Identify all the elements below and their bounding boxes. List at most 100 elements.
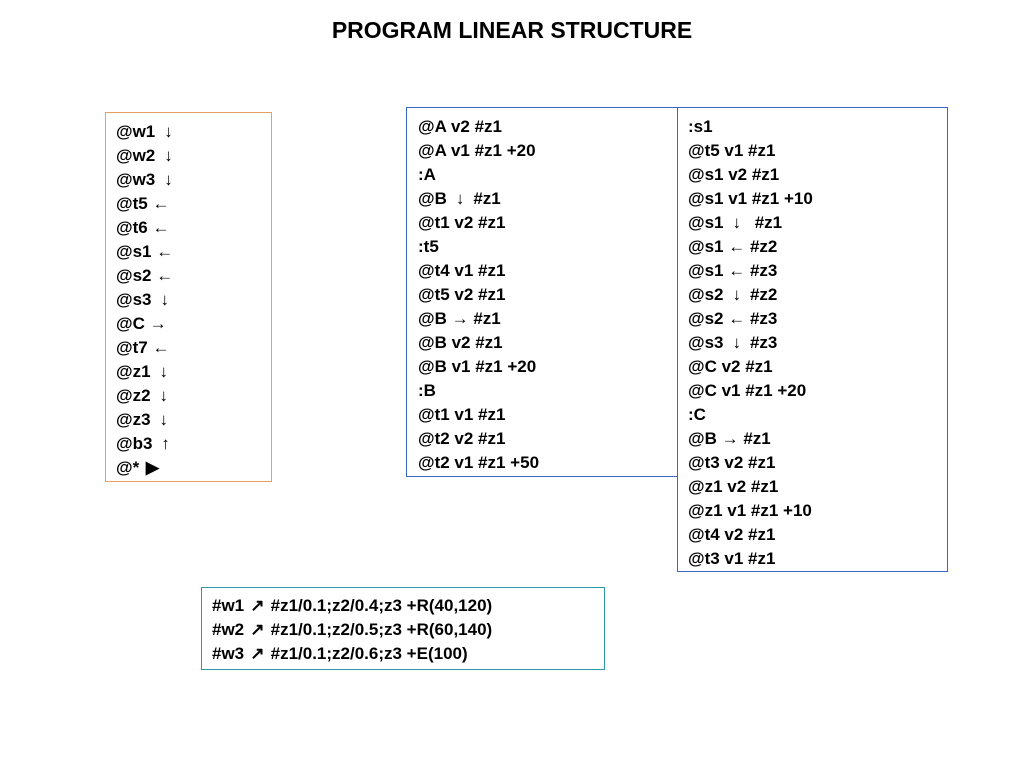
line-text: @t2 v1 #z1 +50 [418,453,540,472]
agent-list-box: @w1 ↓@w2 ↓@w3 ↓@t5 ←@t6 ←@s1 ←@s2 ←@s3 ↓… [105,112,272,482]
arrow-left-icon: ← [152,338,170,357]
line-suffix: #z2 [749,237,778,256]
program-line: @t5 v1 #z1 [688,139,947,163]
program-line: @w1 ↓ [116,120,271,144]
line-text: @b3 [116,434,153,453]
line-text: @B v1 #z1 +20 [418,357,537,376]
program-line: @t6 ← [116,216,271,240]
line-suffix: #z3 [749,309,778,328]
line-text: @t4 v2 #z1 [688,525,776,544]
arrow-left-icon: ← [156,242,174,261]
program-line: @B ↓ #z1 [418,187,678,211]
line-suffix: #z1 [749,213,783,232]
program-line: @t1 v1 #z1 [418,403,678,427]
program-line: @s2 ← [116,264,271,288]
arrow-down-icon: ↓ [160,290,169,309]
program-line: @t4 v1 #z1 [418,259,678,283]
program-line: :C [688,403,947,427]
program-line: @s1 v2 #z1 [688,163,947,187]
line-text: @s1 [688,213,724,232]
arrow-up-right-icon: ↗ [250,620,265,639]
program-line: @A v1 #z1 +20 [418,139,678,163]
line-text: @C [116,314,145,333]
program-line: @B v1 #z1 +20 [418,355,678,379]
line-text: @z1 v1 #z1 +10 [688,501,812,520]
line-suffix: #z1/0.1;z2/0.5;z3 +R(60,140) [270,620,493,639]
program-line: @z1 v2 #z1 [688,475,947,499]
program-line: @t4 v2 #z1 [688,523,947,547]
program-line: @s1 ← #z3 [688,259,947,283]
program-line: @w2 ↓ [116,144,271,168]
line-text: @z1 [116,362,151,381]
program-line: #w2 ↗ #z1/0.1;z2/0.5;z3 +R(60,140) [212,618,604,642]
line-text: #w1 [212,596,245,615]
line-text: @A v2 #z1 [418,117,502,136]
line-text: @B [418,189,447,208]
program-line: @z2 ↓ [116,384,271,408]
arrow-left-icon: ← [152,194,170,213]
program-line: :A [418,163,678,187]
line-text: @B v2 #z1 [418,333,503,352]
line-text: @w2 [116,146,156,165]
line-text: @z1 v2 #z1 [688,477,779,496]
line-suffix: #z1 [473,309,501,328]
line-suffix: #z1/0.1;z2/0.6;z3 +E(100) [270,644,468,663]
arrow-down-icon: ↓ [164,122,173,141]
line-text: @A v1 #z1 +20 [418,141,536,160]
program-line: @A v2 #z1 [418,115,678,139]
program-line: @s1 ← #z2 [688,235,947,259]
program-line: #w3 ↗ #z1/0.1;z2/0.6;z3 +E(100) [212,642,604,666]
program-line: @t1 v2 #z1 [418,211,678,235]
line-suffix: #z3 [749,261,778,280]
line-suffix: #z1 [743,429,771,448]
line-text: @s1 [688,237,724,256]
line-text: @t6 [116,218,148,237]
program-line: :t5 [418,235,678,259]
line-text: :A [418,165,436,184]
arrow-down-icon: ↓ [732,213,741,232]
line-text: @t1 v2 #z1 [418,213,506,232]
generator-box: #w1 ↗ #z1/0.1;z2/0.4;z3 +R(40,120)#w2 ↗ … [201,587,605,670]
arrow-down-icon: ↓ [159,362,169,381]
program-line: @C v2 #z1 [688,355,947,379]
line-text: @t5 v1 #z1 [688,141,776,160]
line-suffix: #z1 [473,189,501,208]
program-line: @* ▶ [116,456,271,480]
line-text: :B [418,381,436,400]
arrow-down-icon: ↓ [159,410,169,429]
arrow-left-icon: ← [728,261,746,280]
arrow-left-icon: ← [156,266,174,285]
line-text: @C v2 #z1 [688,357,773,376]
line-text: @t1 v1 #z1 [418,405,506,424]
line-text: #w2 [212,620,245,639]
line-text: @w1 [116,122,156,141]
line-text: @s3 [688,333,724,352]
line-text: @z2 [116,386,151,405]
program-line: @s1 ← [116,240,271,264]
line-text: :s1 [688,117,713,136]
program-line: @t7 ← [116,336,271,360]
program-line: @s1 v1 #z1 +10 [688,187,947,211]
line-suffix: #z2 [749,285,778,304]
page-title: PROGRAM LINEAR STRUCTURE [331,17,693,43]
line-text: @B [418,309,447,328]
program-line: @t5 ← [116,192,271,216]
play-icon: ▶ [145,458,159,477]
line-text: @s1 v2 #z1 [688,165,780,184]
program-line: @z1 v1 #z1 +10 [688,499,947,523]
line-text: @t4 v1 #z1 [418,261,506,280]
arrow-right-icon: → [149,314,167,333]
program-line: @s2 ↓ #z2 [688,283,947,307]
arrow-left-icon: ← [728,237,746,256]
arrow-right-icon: → [721,429,739,448]
line-text: @s2 [116,266,152,285]
arrow-down-icon: ↓ [732,285,741,304]
program-line: :s1 [688,115,947,139]
line-text: @C v1 #z1 +20 [688,381,807,400]
arrow-left-icon: ← [152,218,170,237]
program-line: @w3 ↓ [116,168,271,192]
arrow-up-right-icon: ↗ [250,596,265,615]
line-text: @s2 [688,309,724,328]
arrow-down-icon: ↓ [159,386,169,405]
program-line: @B → #z1 [418,307,678,331]
